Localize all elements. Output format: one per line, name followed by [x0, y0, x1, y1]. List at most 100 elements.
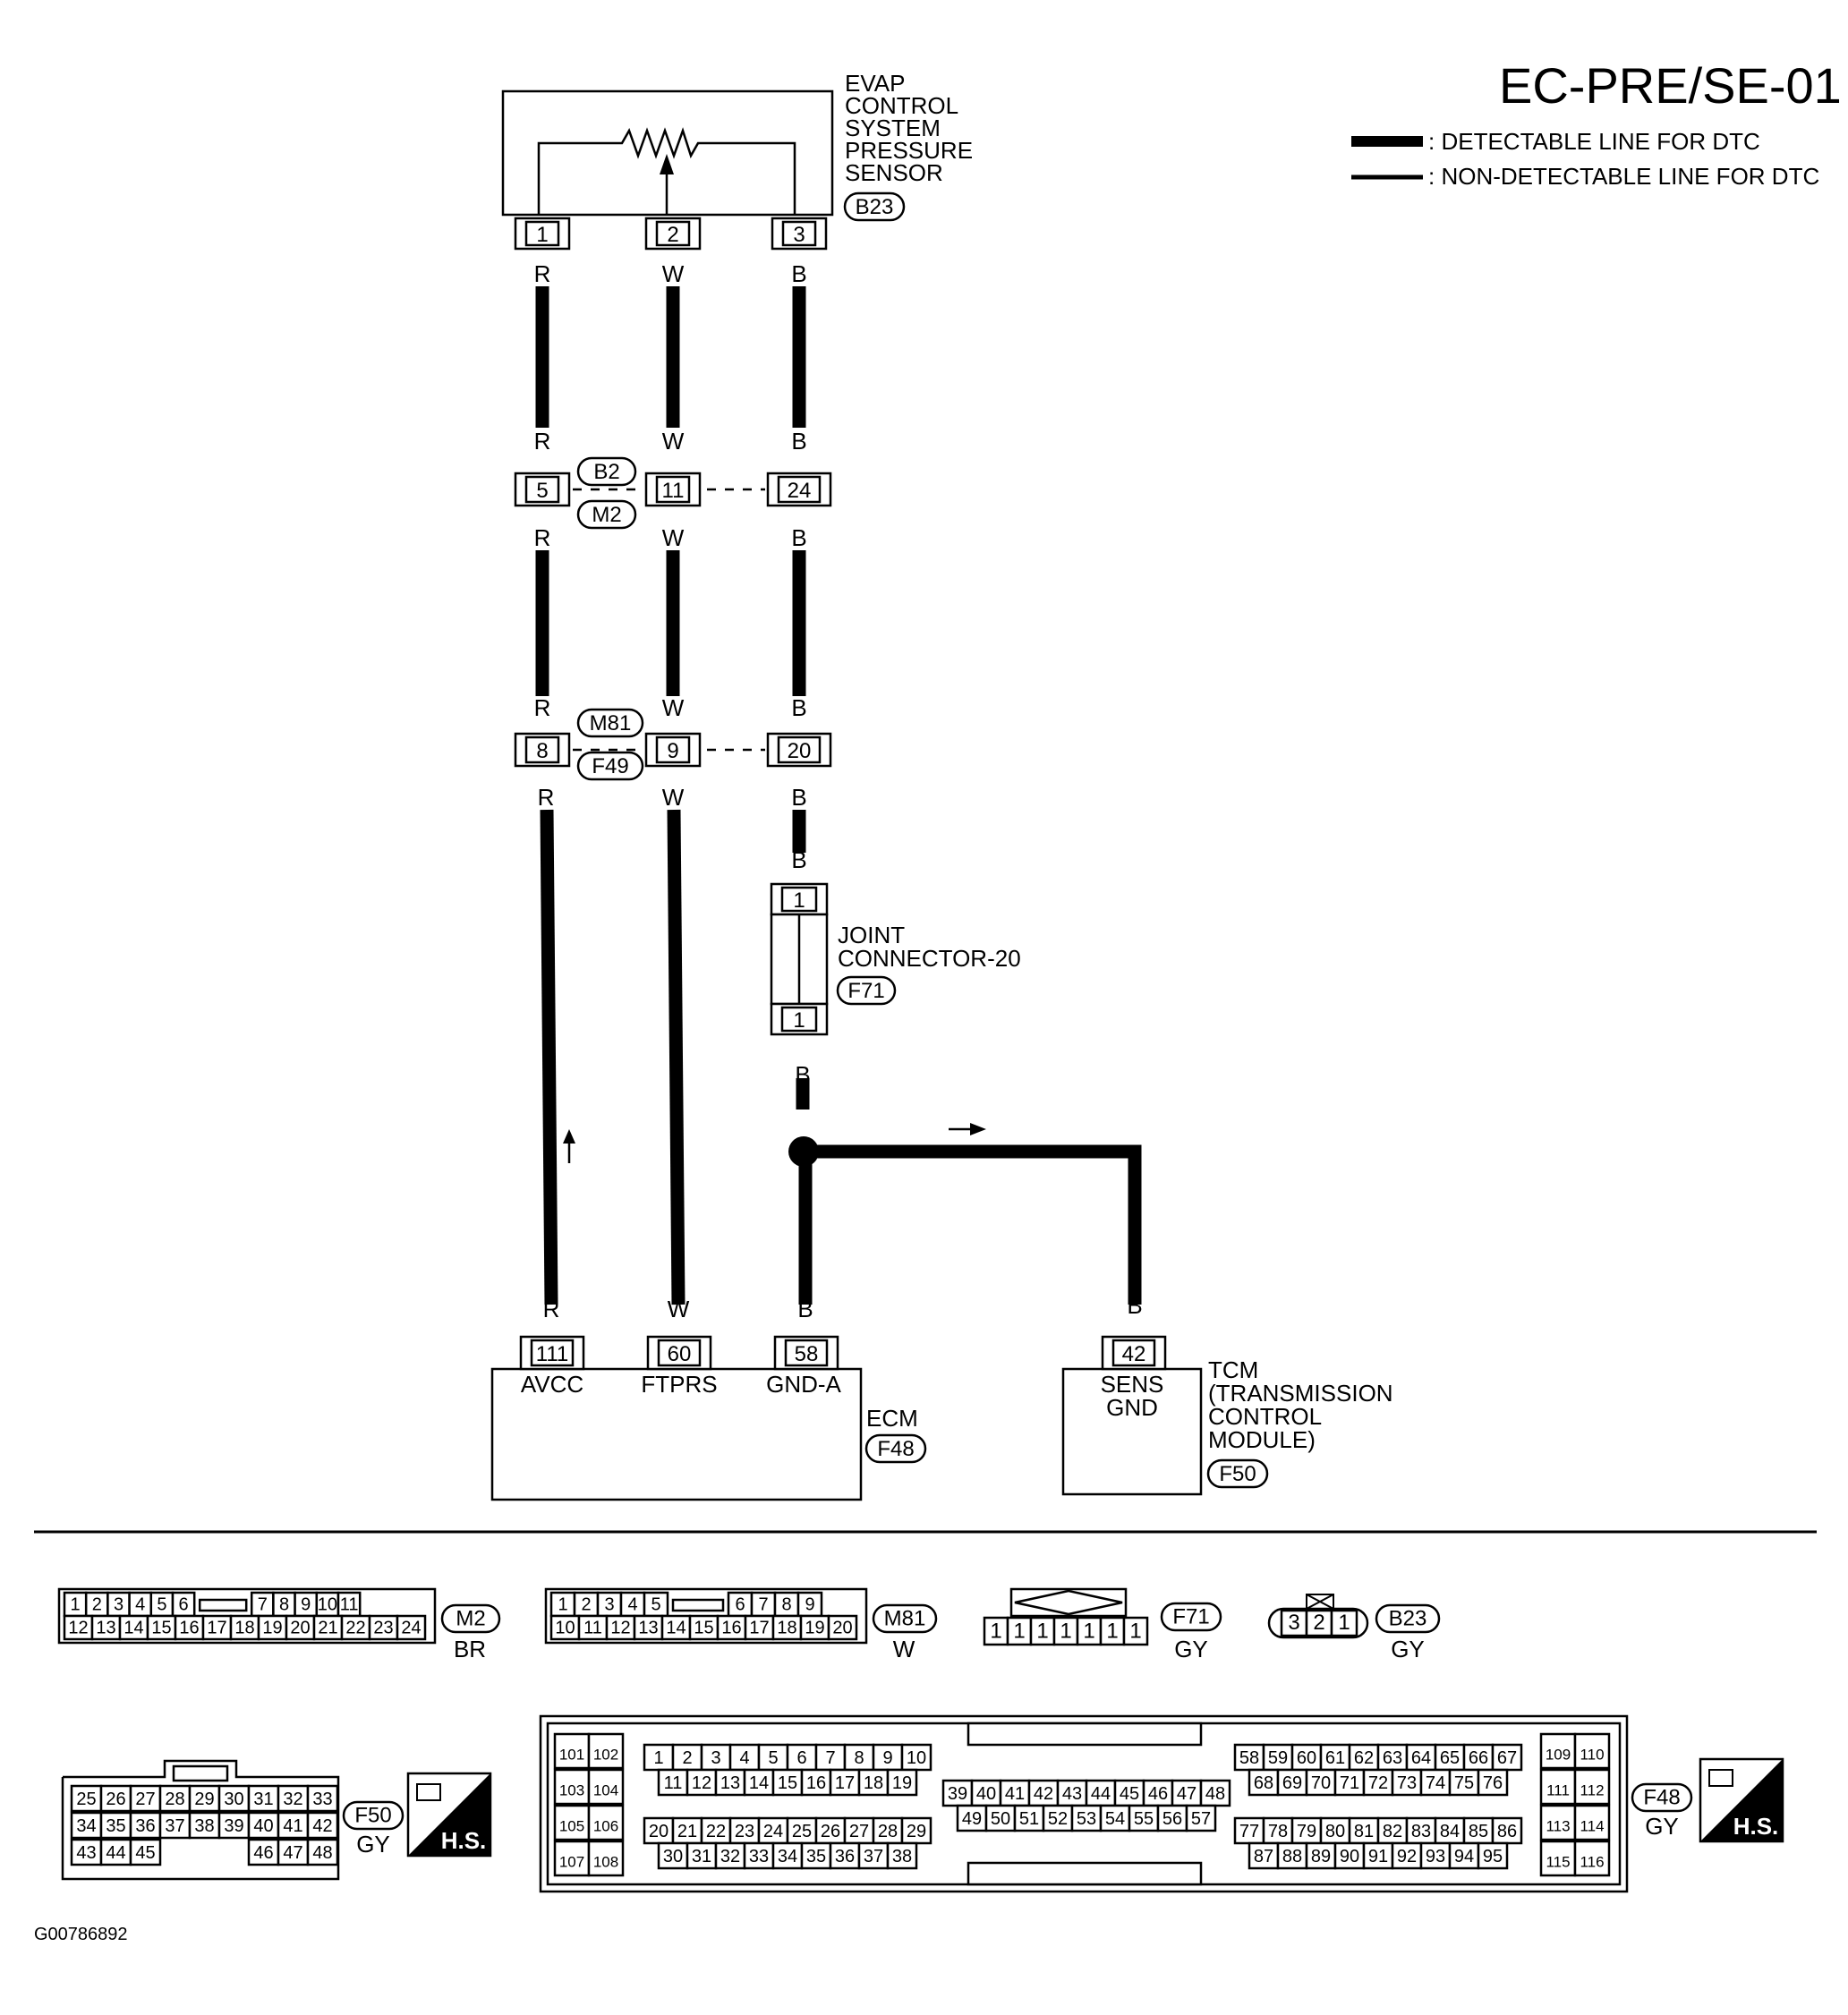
- f48-pin-label: 44: [1091, 1784, 1111, 1804]
- f48-cell: [1333, 1768, 1366, 1797]
- legend-detectable-label: : DETECTABLE LINE FOR DTC: [1428, 128, 1760, 155]
- f48-cell: [1539, 1768, 1577, 1806]
- f48-pin-label: 31: [692, 1847, 711, 1866]
- m81-pin-label: 18: [777, 1619, 796, 1638]
- f50-cell: [217, 1784, 251, 1813]
- f48-pin-label: 116: [1580, 1854, 1604, 1871]
- f48-pin-label: 43: [1062, 1784, 1082, 1804]
- f48-pin-label: 37: [864, 1847, 883, 1866]
- f48-pin-label: 29: [907, 1822, 926, 1841]
- m2-pin-label: 11: [340, 1595, 359, 1615]
- f50-pin-label: 44: [106, 1843, 125, 1863]
- f48-cell: [587, 1768, 625, 1806]
- f48-cell: [1099, 1804, 1131, 1832]
- svg-text:ECM: ECM: [866, 1405, 918, 1432]
- m2-cell: [368, 1614, 399, 1641]
- f50-latch: [172, 1764, 229, 1782]
- f48-pin-label: 89: [1311, 1847, 1331, 1866]
- f48-pin-label: 39: [948, 1784, 967, 1804]
- svg-text:AVCC: AVCC: [521, 1371, 583, 1398]
- f48-pin-label: 114: [1580, 1818, 1604, 1835]
- f48-pin-label: 104: [593, 1782, 618, 1799]
- svg-text:20: 20: [788, 739, 812, 763]
- f48-pin-label: 34: [778, 1847, 797, 1866]
- f48-pin-label: 1: [653, 1748, 663, 1768]
- m81-cell: [799, 1614, 830, 1641]
- f48-pin-label: 73: [1397, 1773, 1417, 1793]
- f48-pin-label: 90: [1340, 1847, 1359, 1866]
- f48-pin-label: 59: [1268, 1748, 1288, 1768]
- f48-cell: [1477, 1768, 1509, 1797]
- svg-text:11: 11: [662, 479, 685, 503]
- m81-id: M81: [884, 1607, 926, 1631]
- svg-text:B: B: [791, 784, 806, 811]
- m2-pin-label: 23: [373, 1619, 393, 1638]
- m2-color: BR: [454, 1636, 486, 1662]
- m81-pin-label: 7: [758, 1595, 768, 1615]
- f48-cell: [1491, 1743, 1523, 1772]
- f48-pin-label: 106: [593, 1818, 618, 1835]
- f48-pin-label: 46: [1148, 1784, 1168, 1804]
- f48-pin-label: 33: [749, 1847, 769, 1866]
- f48-pin-label: 91: [1368, 1847, 1388, 1866]
- m2-cell: [257, 1614, 288, 1641]
- f48-pin-label: 16: [806, 1773, 826, 1793]
- f48-id: F48: [1643, 1786, 1680, 1810]
- f48-pill: [1631, 1782, 1693, 1813]
- f50-pin-label: 29: [194, 1790, 214, 1809]
- f50-pin-label: 42: [312, 1816, 332, 1836]
- f48-connector-icon: [1708, 1769, 1733, 1787]
- m81-cell: [796, 1591, 823, 1618]
- f71-key-icon: [1014, 1589, 1123, 1616]
- f48-pin-label: 18: [864, 1773, 883, 1793]
- f48-pin-label: 15: [778, 1773, 797, 1793]
- b23-pill: [1375, 1603, 1441, 1634]
- f48-pin-label: 45: [1120, 1784, 1139, 1804]
- b23-cell: [1330, 1609, 1358, 1637]
- f48-pin-label: 10: [907, 1748, 926, 1768]
- m81-pin-label: 8: [781, 1595, 791, 1615]
- f50-badge-fill: [408, 1773, 490, 1856]
- m2-cell: [285, 1614, 316, 1641]
- svg-text:R: R: [534, 694, 551, 721]
- f50-cell: [247, 1784, 280, 1813]
- svg-text:R: R: [538, 784, 555, 811]
- f48-pin-label: 20: [649, 1822, 669, 1841]
- f48-cell: [900, 1816, 933, 1845]
- f48-pin-label: 95: [1483, 1847, 1503, 1866]
- f71-pin-label: 1: [1129, 1620, 1141, 1644]
- f48-pin-label: 101: [559, 1747, 584, 1764]
- legend-non-detectable-label: : NON-DETECTABLE LINE FOR DTC: [1428, 163, 1819, 190]
- svg-text:F71: F71: [847, 979, 884, 1003]
- f50-id: F50: [354, 1804, 391, 1828]
- svg-text:24: 24: [788, 479, 812, 503]
- m81-pin-label: 1: [558, 1595, 567, 1615]
- m2-pill: [440, 1603, 501, 1634]
- f48-cell: [872, 1743, 904, 1772]
- f48-cell: [657, 1768, 689, 1797]
- f48-pin-label: 36: [835, 1847, 855, 1866]
- svg-text:W: W: [662, 428, 685, 455]
- f48-pin-label: 70: [1311, 1773, 1331, 1793]
- f48-pin-label: 108: [593, 1854, 618, 1871]
- f48-pin-label: 83: [1411, 1822, 1431, 1841]
- m81-pin-label: 20: [832, 1619, 852, 1638]
- f48-pin-label: 61: [1325, 1748, 1345, 1768]
- svg-text:2: 2: [667, 223, 678, 247]
- f48-pin-label: 14: [749, 1773, 769, 1793]
- svg-text:B: B: [791, 428, 806, 455]
- f48-pin-label: 28: [878, 1822, 898, 1841]
- f50-pin-label: 40: [253, 1816, 273, 1836]
- svg-text:W: W: [662, 784, 685, 811]
- f50-pin-label: 47: [283, 1843, 302, 1863]
- f48-pin-label: 113: [1546, 1818, 1570, 1835]
- m81-pin-label: 14: [666, 1619, 686, 1638]
- f48-pin-label: 86: [1497, 1822, 1517, 1841]
- f50-pin-label: 26: [106, 1790, 125, 1809]
- m2-pin-label: 4: [135, 1595, 145, 1615]
- f48-cell: [587, 1732, 625, 1770]
- f48-pin-label: 3: [711, 1748, 720, 1768]
- m81-latch: [671, 1598, 725, 1612]
- f48-cell: [1539, 1732, 1577, 1770]
